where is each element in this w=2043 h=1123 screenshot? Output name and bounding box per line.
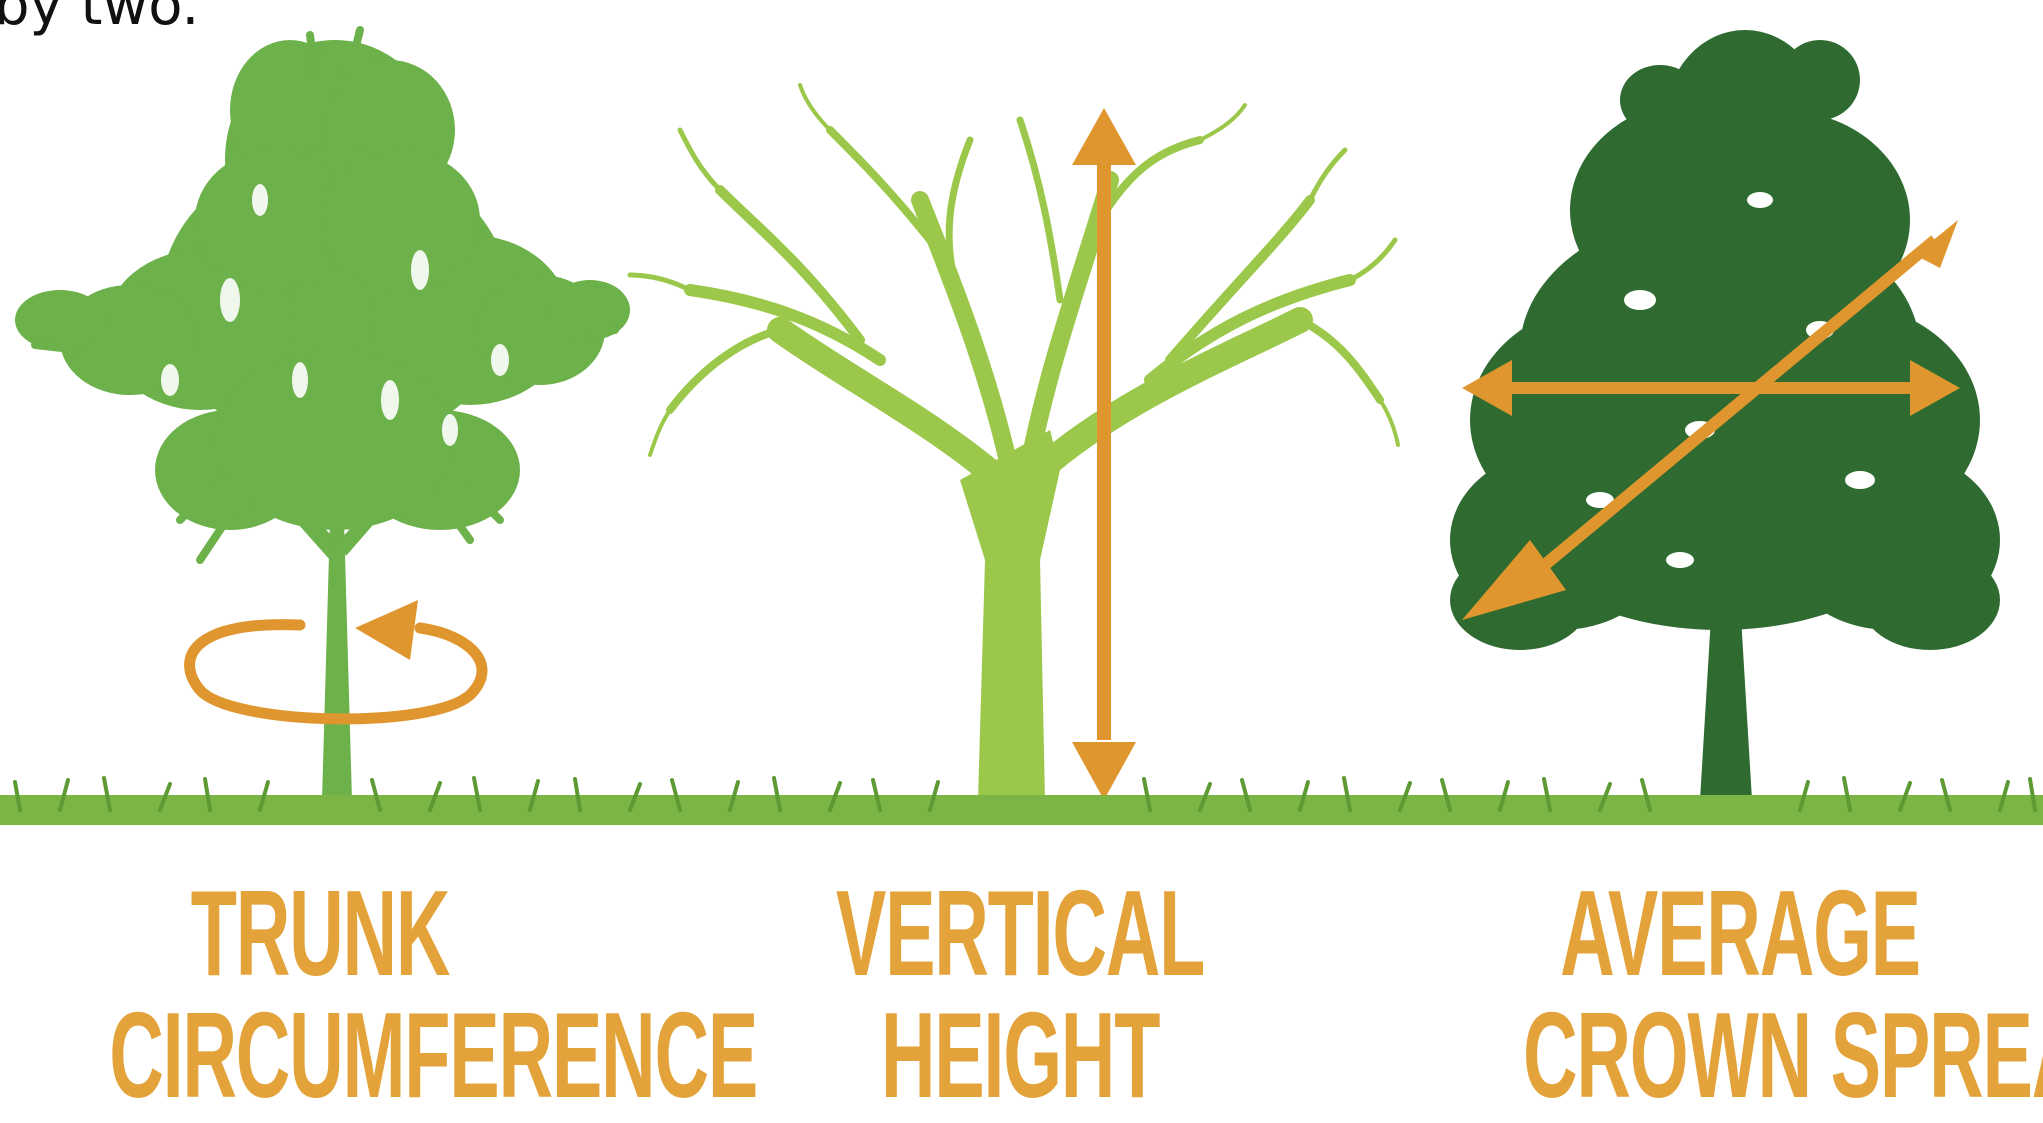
caption-line-1: TRUNK: [109, 872, 531, 994]
tree-vertical-height: [630, 85, 1398, 800]
caption-vertical-height: VERTICAL HEIGHT: [803, 872, 1237, 1116]
caption-line-2: CROWN SPREAD: [1523, 994, 1957, 1116]
tree-trunk-circumference: [15, 30, 630, 800]
caption-line-1: AVERAGE: [1523, 872, 1957, 994]
double-vertical-arrow-icon: [1072, 108, 1136, 800]
caption-trunk-circumference: TRUNK CIRCUMFERENCE: [109, 872, 531, 1116]
caption-line-1: VERTICAL: [803, 872, 1237, 994]
caption-average-crown-spread: AVERAGE CROWN SPREAD: [1523, 872, 1957, 1116]
caption-line-2: CIRCUMFERENCE: [109, 994, 531, 1116]
caption-line-2: HEIGHT: [803, 994, 1237, 1116]
